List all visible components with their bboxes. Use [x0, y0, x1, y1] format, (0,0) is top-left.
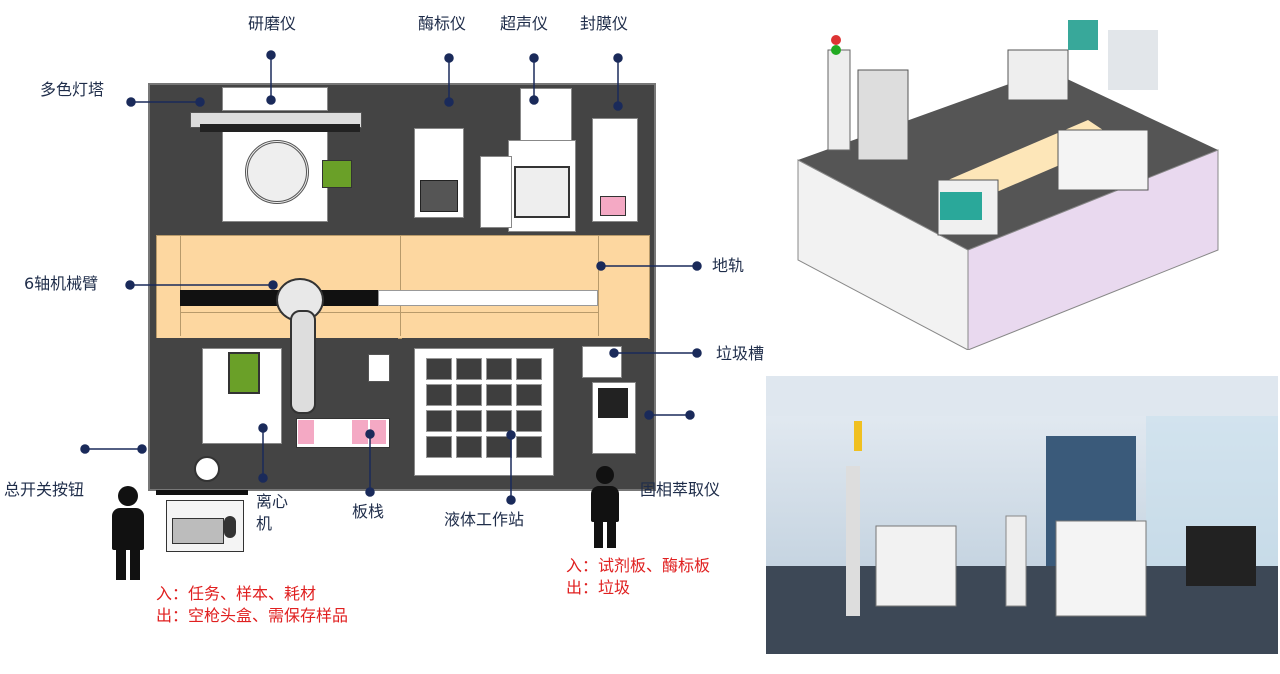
centrifuge-unit — [228, 352, 260, 394]
grinder-gantry-beam — [200, 124, 360, 132]
controller-keys — [172, 518, 224, 544]
liquid-station-well — [516, 410, 542, 432]
ultrasonic-screen — [514, 166, 570, 218]
rail-divider — [598, 236, 599, 336]
liquid-station-well — [426, 410, 452, 432]
note-left-in: 入：任务、样本、耗材 — [156, 584, 317, 603]
ultrasonic-top — [520, 88, 572, 142]
rail-divider — [180, 312, 598, 313]
liquid-station-well — [426, 384, 452, 406]
label-plate-reader: 酶标仪 — [418, 14, 467, 33]
liquid-station-well — [456, 358, 482, 380]
controller-mouse — [224, 516, 236, 538]
label-grinder: 研磨仪 — [248, 14, 297, 33]
lab-photo — [766, 376, 1278, 654]
liquid-station-well — [456, 384, 482, 406]
leader-lines — [80, 50, 702, 505]
render-3d-illustration — [788, 10, 1228, 350]
label-spe: 固相萃取仪 — [640, 480, 721, 499]
liquid-station-well — [456, 410, 482, 432]
plate-stack-slot — [370, 420, 386, 444]
rail-divider — [180, 236, 181, 336]
small-box — [368, 354, 390, 382]
rail-divider — [400, 236, 401, 336]
controller-bar — [156, 490, 248, 495]
label-waste-slot: 垃圾槽 — [716, 344, 765, 363]
note-right-in: 入：试剂板、酶标板 — [566, 556, 711, 575]
liquid-station-well — [486, 358, 512, 380]
liquid-station-well — [426, 436, 452, 458]
label-sealer: 封膜仪 — [580, 14, 629, 33]
note-left-out: 出：空枪头盒、需保存样品 — [156, 606, 349, 625]
label-main-switch: 总开关按钮 — [4, 480, 85, 499]
liquid-station-well — [486, 410, 512, 432]
liquid-station-well — [486, 384, 512, 406]
plate-stack-slot — [352, 420, 368, 444]
label-ultrasonic: 超声仪 — [500, 14, 549, 33]
grinder-drum — [245, 140, 309, 204]
liquid-station-well — [456, 436, 482, 458]
label-centrifuge-2: 机 — [256, 514, 273, 533]
floor-rail-band — [156, 235, 650, 339]
label-plate-stack: 板栈 — [352, 502, 385, 521]
label-centrifuge-1: 离心 — [256, 492, 289, 511]
label-floor-rail: 地轨 — [712, 256, 745, 275]
spe-core — [598, 388, 628, 418]
label-light-tower: 多色灯塔 — [40, 80, 105, 99]
plate-stack-slot — [298, 420, 314, 444]
rail-track-light — [378, 290, 598, 306]
liquid-station-well — [516, 384, 542, 406]
liquid-station-well — [516, 436, 542, 458]
controller-stand — [194, 456, 220, 482]
note-right-out: 出：垃圾 — [566, 578, 631, 597]
gripper — [322, 160, 352, 188]
ultrasonic-side — [480, 156, 512, 228]
sealer-pink — [600, 196, 626, 216]
plate-reader-window — [420, 180, 458, 212]
liquid-station-well — [516, 358, 542, 380]
robot-arm-link — [290, 310, 316, 414]
label-liquid-station: 液体工作站 — [444, 510, 525, 529]
liquid-station-well — [426, 358, 452, 380]
label-robot-arm: 6轴机械臂 — [24, 274, 99, 293]
